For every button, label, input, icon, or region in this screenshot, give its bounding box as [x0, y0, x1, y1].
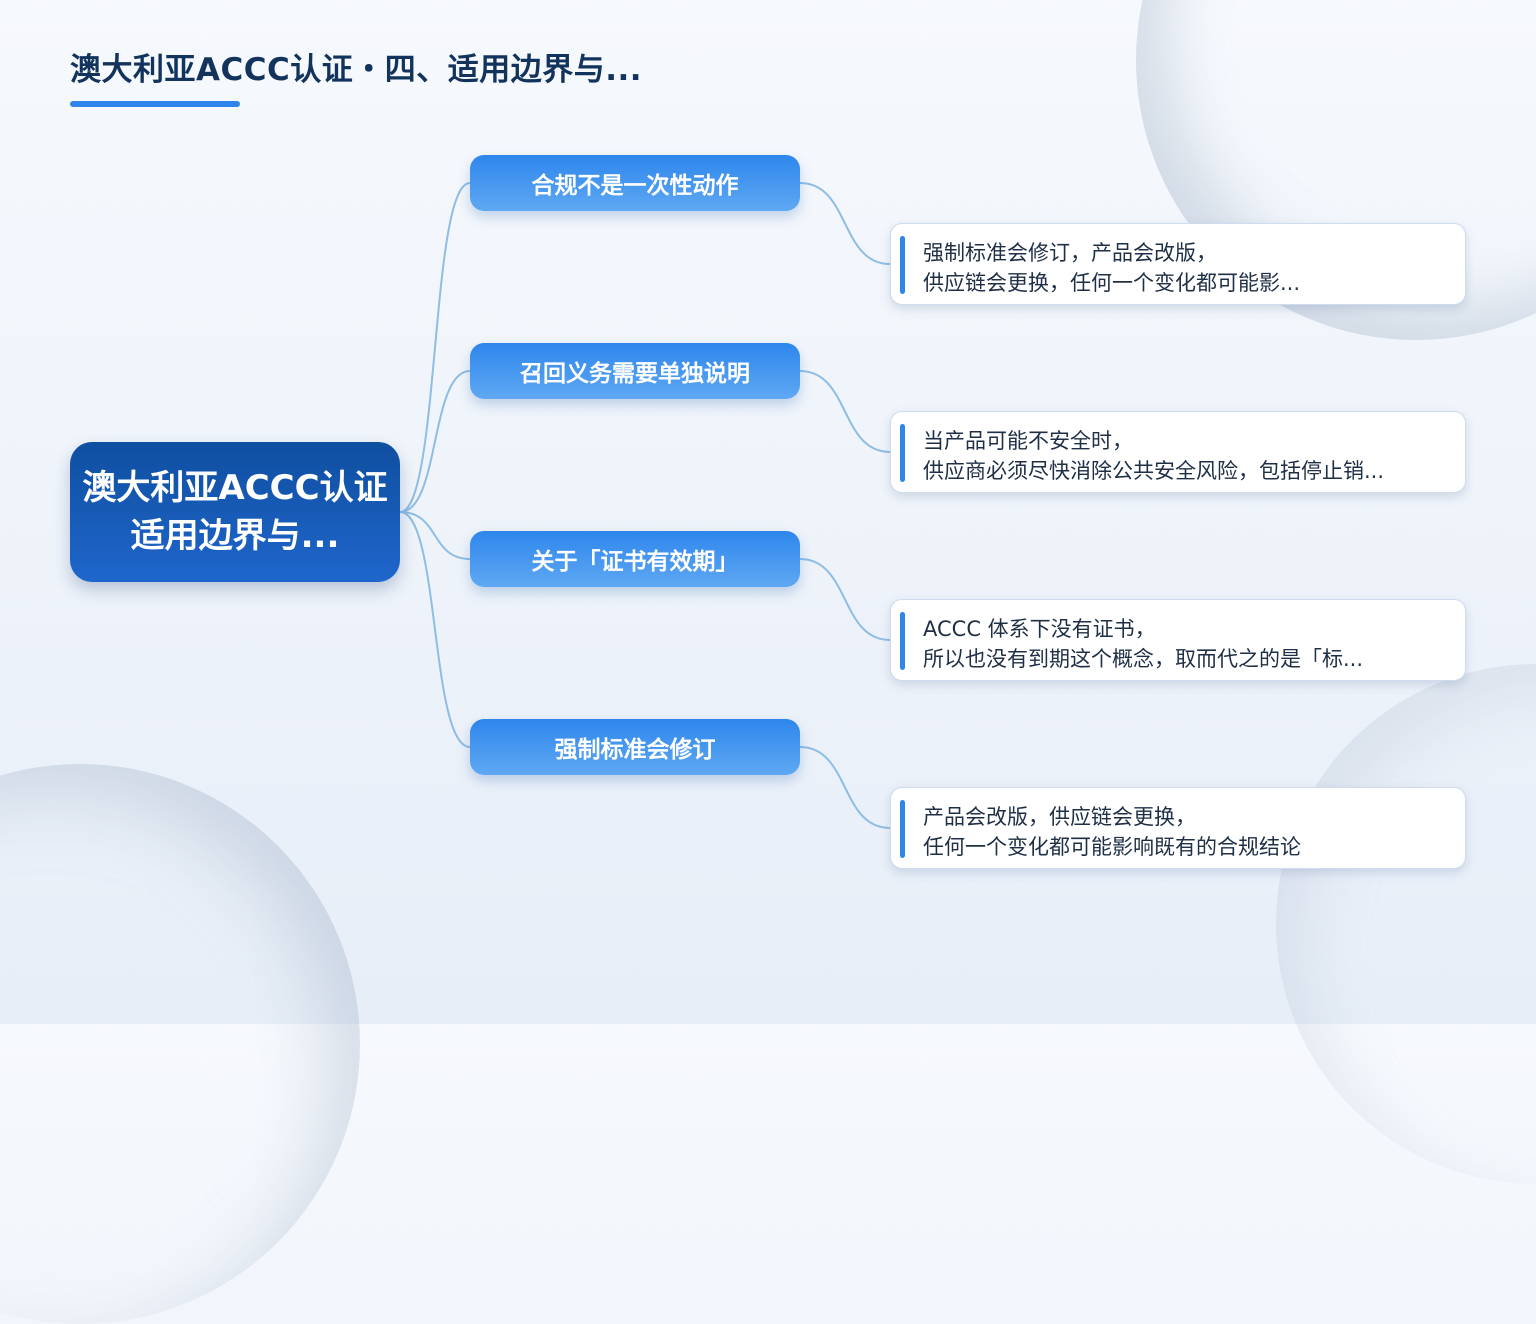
topic-1-to-detail-connector [799, 182, 891, 265]
page-header: 澳大利亚ACCC认证・四、适用边界与... [70, 44, 642, 107]
detail-line: ACCC 体系下没有证书， [923, 617, 1156, 641]
root-to-topic-1-connector [399, 182, 471, 513]
topic-node-3[interactable]: 关于「证书有效期」 [470, 531, 800, 587]
topic-2-to-detail-connector [799, 370, 891, 453]
root-node-line-1: 澳大利亚ACCC认证 [82, 468, 388, 508]
page-title: 澳大利亚ACCC认证・四、适用边界与... [70, 52, 643, 88]
root-to-topic-2-connector [399, 370, 471, 513]
detail-card-3[interactable]: ACCC 体系下没有证书， 所以也没有到期这个概念，取而代之的是「标... [890, 599, 1466, 681]
root-to-topic-4-connector [399, 511, 471, 748]
detail-card-accent [900, 424, 905, 482]
topic-node-4[interactable]: 强制标准会修订 [470, 719, 800, 775]
title-underline [70, 101, 240, 107]
topic-node-2[interactable]: 召回义务需要单独说明 [470, 343, 800, 399]
detail-card-1[interactable]: 强制标准会修订，产品会改版， 供应链会更换，任何一个变化都可能影... [890, 223, 1466, 305]
detail-line: 当产品可能不安全时， [923, 429, 1133, 453]
root-node-line-2: 适用边界与... [130, 516, 340, 556]
topic-3-to-detail-connector [799, 558, 891, 641]
topic-4-to-detail-connector [799, 746, 891, 829]
detail-line: 强制标准会修订，产品会改版， [923, 241, 1217, 265]
connector-lines [399, 182, 891, 829]
root-node[interactable]: 澳大利亚ACCC认证 适用边界与... [70, 442, 400, 582]
detail-line: 任何一个变化都可能影响既有的合规结论 [923, 835, 1301, 859]
detail-line: 产品会改版，供应链会更换， [923, 805, 1196, 829]
detail-card-accent [900, 800, 905, 858]
detail-line: 供应商必须尽快消除公共安全风险，包括停止销... [923, 459, 1385, 483]
root-to-topic-3-connector [399, 511, 471, 560]
topic-node-1[interactable]: 合规不是一次性动作 [470, 155, 800, 211]
detail-line: 供应链会更换，任何一个变化都可能影... [923, 271, 1301, 295]
detail-line: 所以也没有到期这个概念，取而代之的是「标... [923, 647, 1364, 671]
detail-card-4[interactable]: 产品会改版，供应链会更换， 任何一个变化都可能影响既有的合规结论 [890, 787, 1466, 869]
detail-card-accent [900, 236, 905, 294]
detail-card-accent [900, 612, 905, 670]
detail-card-2[interactable]: 当产品可能不安全时， 供应商必须尽快消除公共安全风险，包括停止销... [890, 411, 1466, 493]
